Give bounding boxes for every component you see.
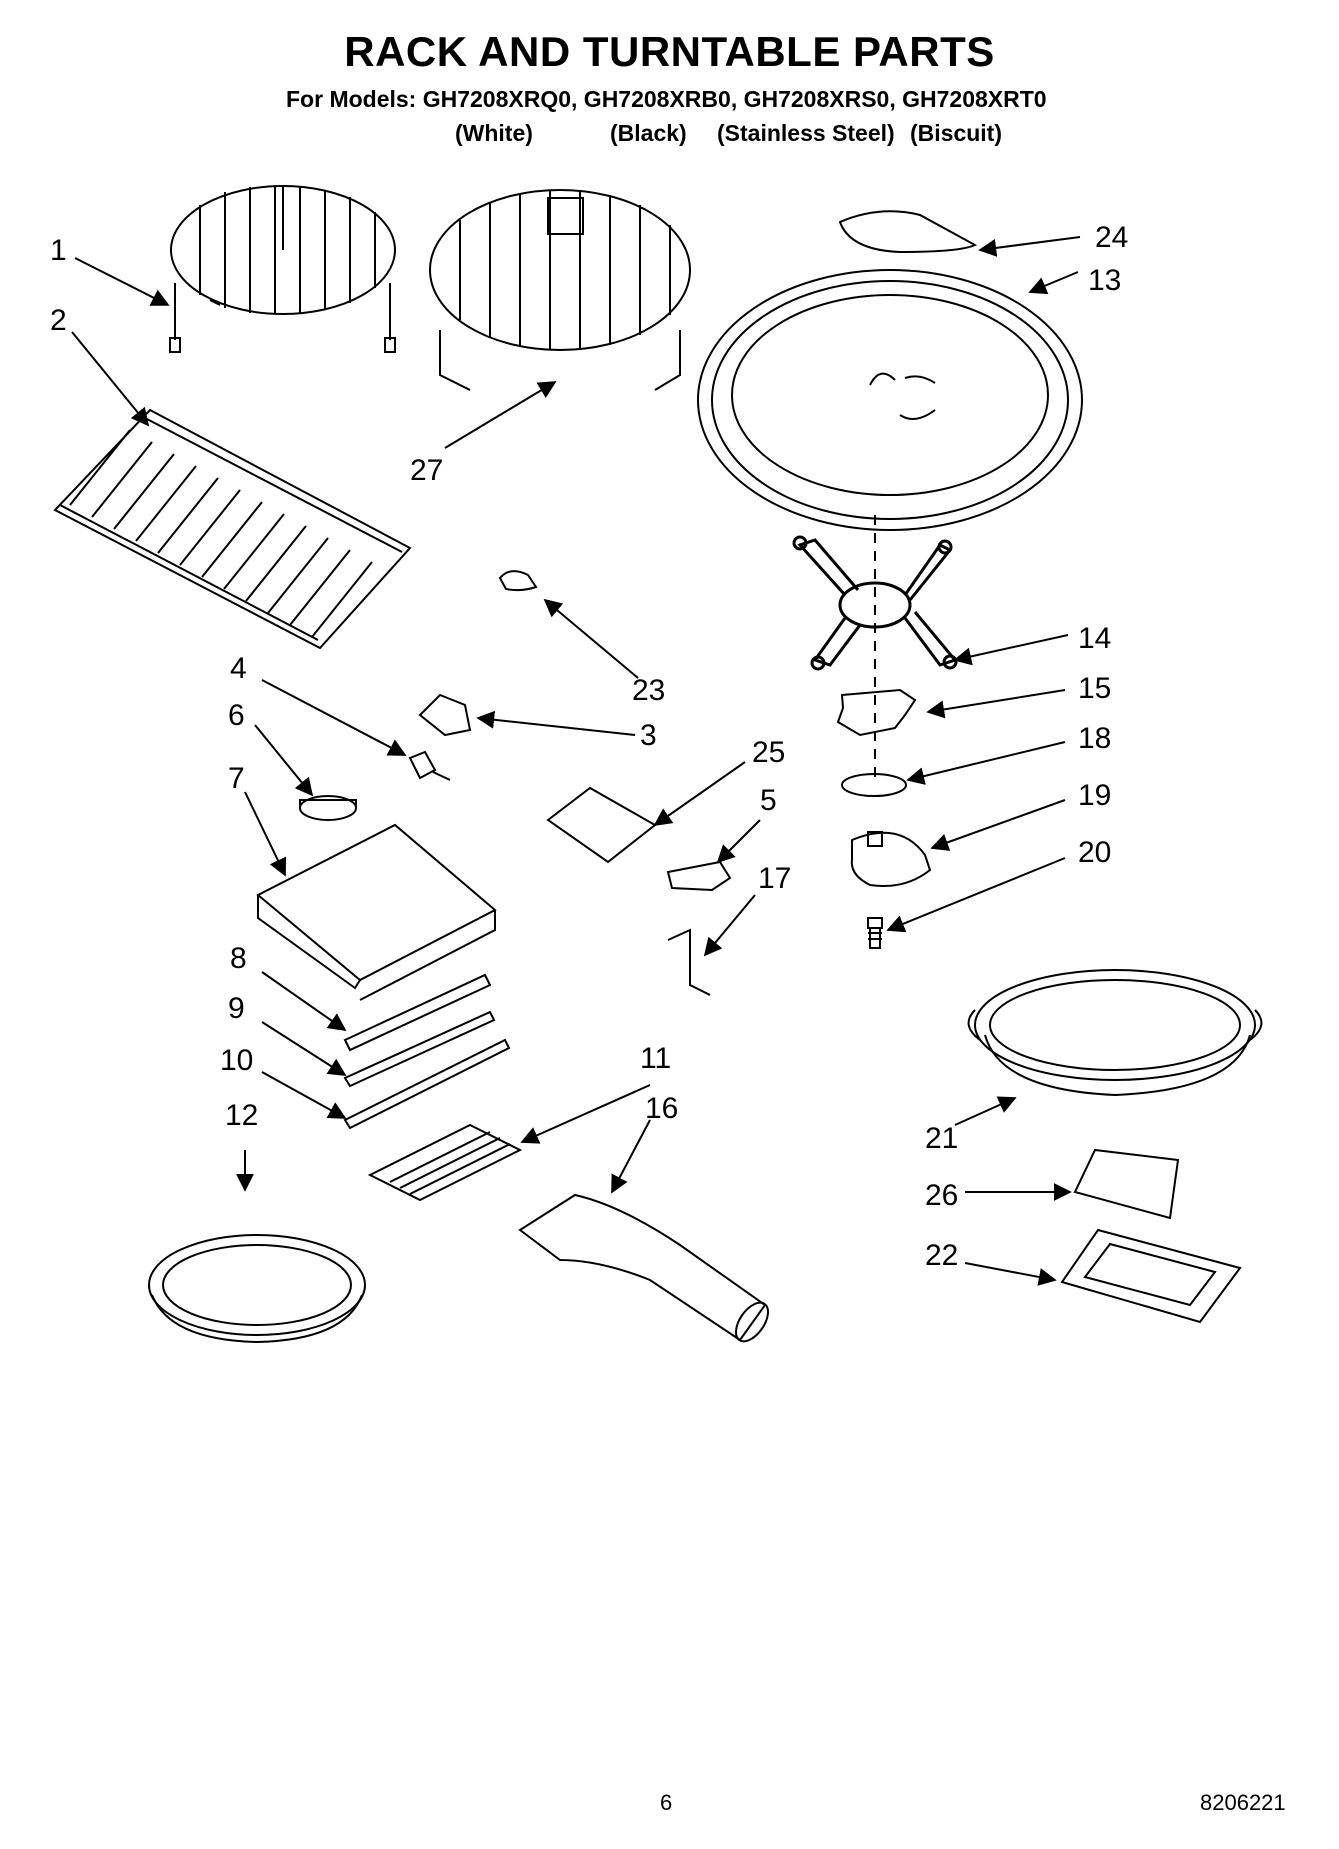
part-turntable-tray bbox=[697, 269, 1083, 531]
document-number: 8206221 bbox=[1200, 1790, 1286, 1815]
part-3-bracket bbox=[418, 693, 472, 737]
callout-24: 24 bbox=[1095, 221, 1128, 254]
callout-25: 25 bbox=[752, 736, 785, 769]
variant-stainless: (Stainless Steel) bbox=[717, 120, 895, 146]
callout-16: 16 bbox=[645, 1092, 678, 1125]
callout-19: 19 bbox=[1078, 779, 1111, 812]
part-24-shape bbox=[838, 210, 978, 254]
callout-9: 9 bbox=[228, 992, 245, 1025]
part-handle bbox=[518, 1193, 769, 1343]
part-roller-support bbox=[792, 515, 958, 780]
variant-black: (Black) bbox=[610, 120, 687, 146]
models-line: For Models: GH7208XRQ0, GH7208XRB0, GH72… bbox=[286, 86, 1047, 112]
callout-4: 4 bbox=[230, 652, 247, 685]
callout-18: 18 bbox=[1078, 722, 1111, 755]
part-clip-23 bbox=[498, 570, 538, 592]
callout-22: 22 bbox=[925, 1239, 958, 1272]
callout-21: 21 bbox=[925, 1122, 958, 1155]
part-25-sheet bbox=[546, 786, 657, 864]
callout-26: 26 bbox=[925, 1179, 958, 1212]
part-small-round-rack bbox=[169, 185, 396, 353]
callout-12: 12 bbox=[225, 1099, 258, 1132]
callout-7: 7 bbox=[228, 762, 245, 795]
part-heater-element bbox=[343, 973, 492, 1052]
page-title: RACK AND TURNTABLE PARTS bbox=[344, 28, 995, 75]
callout-2: 2 bbox=[50, 304, 67, 337]
callout-15: 15 bbox=[1078, 672, 1111, 705]
part-rectangular-rack bbox=[53, 408, 412, 650]
part-screw bbox=[867, 917, 883, 949]
part-oval-dish bbox=[967, 969, 1263, 1097]
leader-lines bbox=[71, 236, 1081, 1286]
callout-6: 6 bbox=[228, 699, 245, 732]
callout-1: 1 bbox=[50, 234, 67, 267]
variant-biscuit: (Biscuit) bbox=[910, 120, 1002, 146]
part-washer bbox=[841, 773, 907, 797]
part-motor bbox=[850, 831, 932, 887]
part-grille bbox=[367, 1123, 523, 1202]
callout-20: 20 bbox=[1078, 836, 1111, 869]
part-lamp bbox=[408, 750, 451, 781]
callout-17: 17 bbox=[758, 862, 791, 895]
part-large-round-rack bbox=[429, 189, 691, 391]
callout-3: 3 bbox=[640, 719, 657, 752]
part-plate bbox=[1073, 1148, 1180, 1220]
callout-8: 8 bbox=[230, 942, 247, 975]
part-17-bracket bbox=[667, 928, 711, 996]
callout-23: 23 bbox=[632, 674, 665, 707]
callout-numbers: 1 2 3 4 5 6 7 8 9 10 11 12 13 14 15 16 1… bbox=[50, 221, 1128, 1272]
part-5-switch bbox=[666, 860, 732, 892]
part-frame bbox=[1060, 1228, 1242, 1324]
part-quartz-tube-10 bbox=[343, 1038, 511, 1130]
callout-5: 5 bbox=[760, 784, 777, 817]
page-number: 6 bbox=[660, 1790, 673, 1815]
callout-11: 11 bbox=[640, 1042, 671, 1075]
part-quartz-tube-9 bbox=[343, 1010, 496, 1088]
part-heater-cover bbox=[256, 823, 497, 1001]
part-coupler bbox=[836, 688, 917, 737]
callout-10: 10 bbox=[220, 1044, 253, 1077]
variant-white: (White) bbox=[455, 120, 533, 146]
callout-14: 14 bbox=[1078, 622, 1111, 655]
callout-27: 27 bbox=[410, 454, 443, 487]
part-round-pan bbox=[148, 1234, 366, 1344]
part-thermostat bbox=[299, 795, 357, 821]
callout-13: 13 bbox=[1088, 264, 1121, 297]
